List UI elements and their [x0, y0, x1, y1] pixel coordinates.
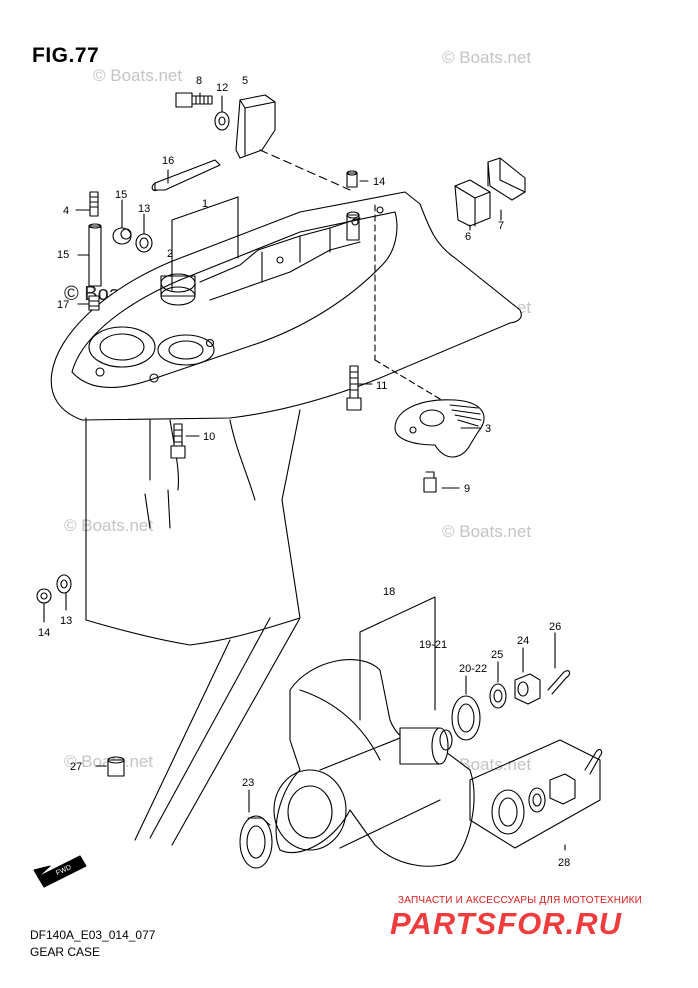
- callout-number: 24: [517, 635, 529, 647]
- leader-lines: [43, 92, 566, 851]
- watermark: © Boats.net: [442, 48, 532, 67]
- callout-number: 15: [115, 189, 127, 201]
- watermark: © Boats.net: [93, 66, 183, 85]
- grommet-15-top: [112, 227, 132, 245]
- plate-7: [487, 157, 526, 201]
- promo-tagline: ЗАПЧАСТИ И АКСЕССУАРЫ ДЛЯ МОТОТЕХНИКИ: [398, 895, 643, 906]
- bolt-10: [170, 423, 186, 459]
- watermark: © Boats.net: [442, 522, 532, 541]
- promo-logo: PARTSFOR.RU: [390, 906, 623, 941]
- callout-number: 1: [202, 198, 208, 210]
- callout-number: 16: [162, 155, 174, 167]
- callout-number: 17: [57, 299, 69, 311]
- callout-number: 10: [203, 431, 215, 443]
- callout-number: 25: [491, 649, 503, 661]
- cotter-pin-27: [547, 670, 571, 695]
- pipe-assembly-4-16-17: [88, 191, 102, 311]
- callout-number: 15: [57, 249, 69, 261]
- bolt-9: [423, 471, 437, 493]
- callout-number: 2: [167, 248, 173, 260]
- callout-number: 7: [498, 220, 504, 232]
- washer-13-top: [135, 233, 153, 253]
- washer-26: [489, 683, 507, 709]
- plate-6: [454, 179, 491, 227]
- nut-25: [514, 673, 541, 705]
- figure-code: DF140A_E03_014_077: [30, 928, 156, 942]
- callout-number: 13: [60, 615, 72, 627]
- callout-number: 9: [464, 483, 470, 495]
- figure-name: GEAR CASE: [30, 945, 101, 959]
- callout-number: 3: [485, 423, 491, 435]
- pin-14: [346, 170, 358, 188]
- figure-title: FIG.77: [32, 44, 100, 67]
- callout-number: 23: [242, 777, 254, 789]
- fwd-arrow: [33, 855, 87, 888]
- grommet-15-lower: [36, 588, 52, 604]
- bolt-8: [175, 92, 213, 108]
- washer-13-lower: [56, 574, 72, 594]
- callout-number: 27: [70, 761, 82, 773]
- callout-number: 14: [38, 627, 50, 639]
- callout-number: 26: [549, 621, 561, 633]
- plug-28: [107, 756, 125, 777]
- thrust-washer-23: [451, 695, 481, 741]
- leader-5: [259, 149, 351, 191]
- anode-5: [235, 94, 276, 159]
- propeller: [273, 659, 475, 867]
- callout-number: 14: [373, 176, 385, 188]
- washer-12: [214, 111, 230, 131]
- callout-number: 12: [216, 82, 228, 94]
- clip-18: [151, 159, 221, 191]
- kit-29: [469, 739, 603, 849]
- callout-number: 13: [138, 203, 150, 215]
- callout-number: 18: [383, 586, 395, 598]
- callout-number: 28: [558, 857, 570, 869]
- callout-number: 20-22: [459, 663, 487, 675]
- callout-number: 19-21: [419, 639, 447, 651]
- callout-number: 4: [63, 205, 69, 217]
- spacer-24: [239, 815, 273, 869]
- callout-number: 5: [242, 75, 248, 87]
- gear-case-body: [50, 191, 522, 846]
- callout-number: 6: [465, 231, 471, 243]
- propeller-hub: [399, 727, 453, 765]
- trim-tab-3: [394, 399, 485, 458]
- bolt-11: [346, 365, 362, 411]
- callout-number: 11: [376, 380, 387, 392]
- callout-number: 8: [196, 75, 202, 87]
